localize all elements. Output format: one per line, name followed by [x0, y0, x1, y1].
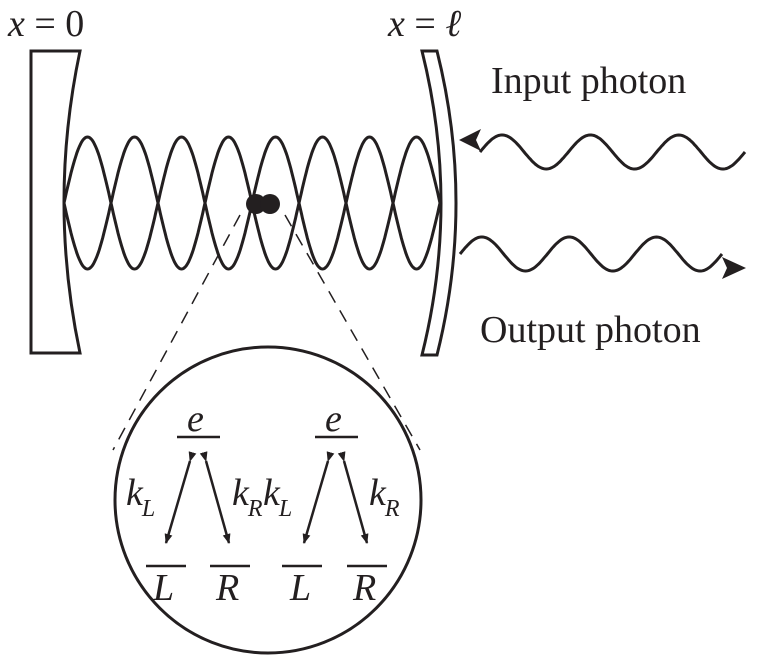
level-R-label: R [215, 567, 239, 609]
coupling-kL-label: kL [126, 472, 155, 522]
input-photon-label: Input photon [491, 60, 686, 102]
input-photon-wave [478, 133, 747, 171]
coupling-kR-label: kR [369, 472, 400, 522]
zoom-line-right [284, 214, 421, 451]
level-e-label: e [187, 398, 204, 440]
transition-L-arrow [164, 451, 197, 544]
left-mirror [29, 49, 82, 355]
level-e-label: e [325, 398, 342, 440]
atom-left [246, 194, 266, 214]
coupling-kR-label: kR [232, 472, 263, 522]
level-L-label: L [152, 567, 174, 609]
transition-R-arrow [199, 451, 231, 544]
output-photon-wave [458, 235, 724, 273]
atom-right [260, 194, 280, 214]
right-mirror [420, 49, 458, 357]
output-photon-arrowhead [722, 257, 746, 279]
level-R-label: R [352, 567, 376, 609]
zoom-line-left [112, 214, 241, 451]
right-mirror-label: x = ℓ [387, 3, 461, 45]
atom-1-level-scheme: e L R kL kR [126, 398, 263, 609]
input-photon-arrowhead [459, 129, 481, 151]
transition-R-arrow [337, 451, 369, 544]
level-L-label: L [289, 567, 311, 609]
transition-L-arrow [302, 451, 335, 544]
inset-zoom-circle [113, 345, 423, 655]
output-photon-label: Output photon [480, 309, 701, 351]
atom-2-level-scheme: e L R kL kR [263, 398, 400, 609]
left-mirror-label: x = 0 [7, 3, 84, 45]
coupling-kL-label: kL [263, 472, 292, 522]
